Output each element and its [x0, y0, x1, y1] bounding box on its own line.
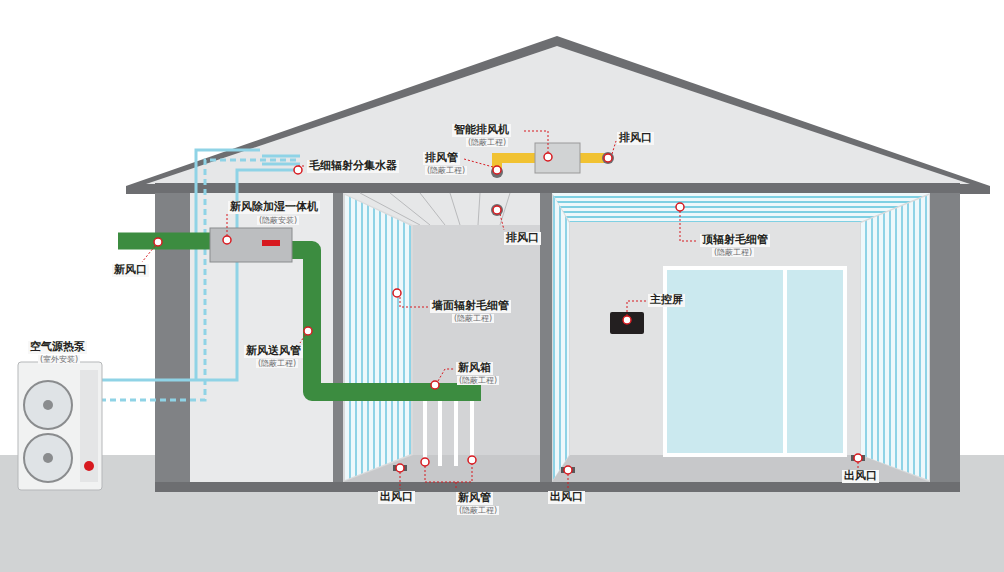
part-label: 新风口 — [112, 264, 149, 277]
fresh-air-unit — [210, 228, 292, 262]
partition — [333, 193, 343, 482]
part-label: 智能排风机 — [452, 124, 511, 137]
door-frame — [783, 268, 787, 455]
exhaust-duct — [497, 158, 540, 172]
fresh-air-pipes — [425, 401, 472, 466]
fresh-air-duct — [118, 233, 214, 250]
ground — [0, 455, 1004, 572]
wall-capillary — [861, 195, 929, 480]
unit-logo — [262, 240, 280, 246]
room — [343, 193, 540, 482]
outlet — [561, 467, 575, 473]
wall-capillary — [553, 195, 569, 480]
part-label: 出风口 — [378, 491, 415, 504]
outer-wall — [930, 193, 960, 490]
wall-capillary — [345, 195, 411, 480]
note-label: (隐蔽工程) — [712, 248, 754, 257]
part-label: 主控屏 — [648, 294, 685, 307]
part-label: 新风除加湿一体机 — [228, 201, 320, 214]
note-label: (隐蔽工程) — [425, 166, 467, 175]
glass-door — [665, 268, 845, 455]
part-label: 空气源热泵 — [28, 341, 87, 354]
fan — [24, 381, 72, 429]
control-screen — [610, 312, 644, 334]
note-label: (隐蔽工程) — [256, 359, 298, 368]
ceiling-slab — [155, 183, 960, 193]
fresh-air-box — [415, 383, 481, 401]
note-label: (室外安装) — [38, 355, 80, 364]
heat-pump-logo — [84, 461, 94, 471]
partition — [540, 193, 552, 482]
part-label: 排风口 — [504, 232, 541, 245]
room — [552, 193, 930, 482]
part-label: 出风口 — [548, 491, 585, 504]
fan-hub — [43, 400, 53, 410]
part-label: 墙面辐射毛细管 — [430, 300, 511, 313]
note-label: (隐蔽工程) — [457, 376, 499, 385]
fan — [24, 434, 72, 482]
part-label: 排风管 — [423, 152, 460, 165]
back-wall — [413, 225, 540, 455]
part-label: 毛细辐射分集水器 — [307, 160, 399, 173]
part-label: 顶辐射毛细管 — [700, 234, 770, 247]
fresh-air-duct — [290, 250, 418, 392]
leader-lines — [142, 131, 858, 490]
note-label: (隐蔽工程) — [452, 314, 494, 323]
part-label: 排风口 — [617, 132, 654, 145]
heat-pump — [18, 362, 102, 490]
ceiling-capillary — [552, 193, 930, 222]
part-label: 新风送风管 — [244, 345, 303, 358]
note-label: (隐蔽工程) — [457, 506, 499, 515]
floor — [552, 455, 930, 482]
exhaust-port — [491, 204, 503, 216]
outlet — [393, 465, 407, 471]
note-label: (隐蔽工程) — [466, 138, 508, 147]
attic — [146, 46, 970, 184]
exhaust-port — [491, 166, 503, 178]
callout-markers — [154, 153, 862, 474]
exhaust-fan — [535, 143, 580, 173]
part-label: 新风箱 — [456, 362, 493, 375]
note-label: (隐蔽安装) — [257, 216, 299, 225]
water-pipes — [100, 150, 300, 400]
part-label: 出风口 — [842, 470, 879, 483]
fan-hub — [43, 453, 53, 463]
outlet — [851, 455, 865, 461]
back-wall — [570, 222, 860, 455]
part-label: 新风管 — [456, 492, 493, 505]
heat-pump-side — [80, 370, 98, 482]
